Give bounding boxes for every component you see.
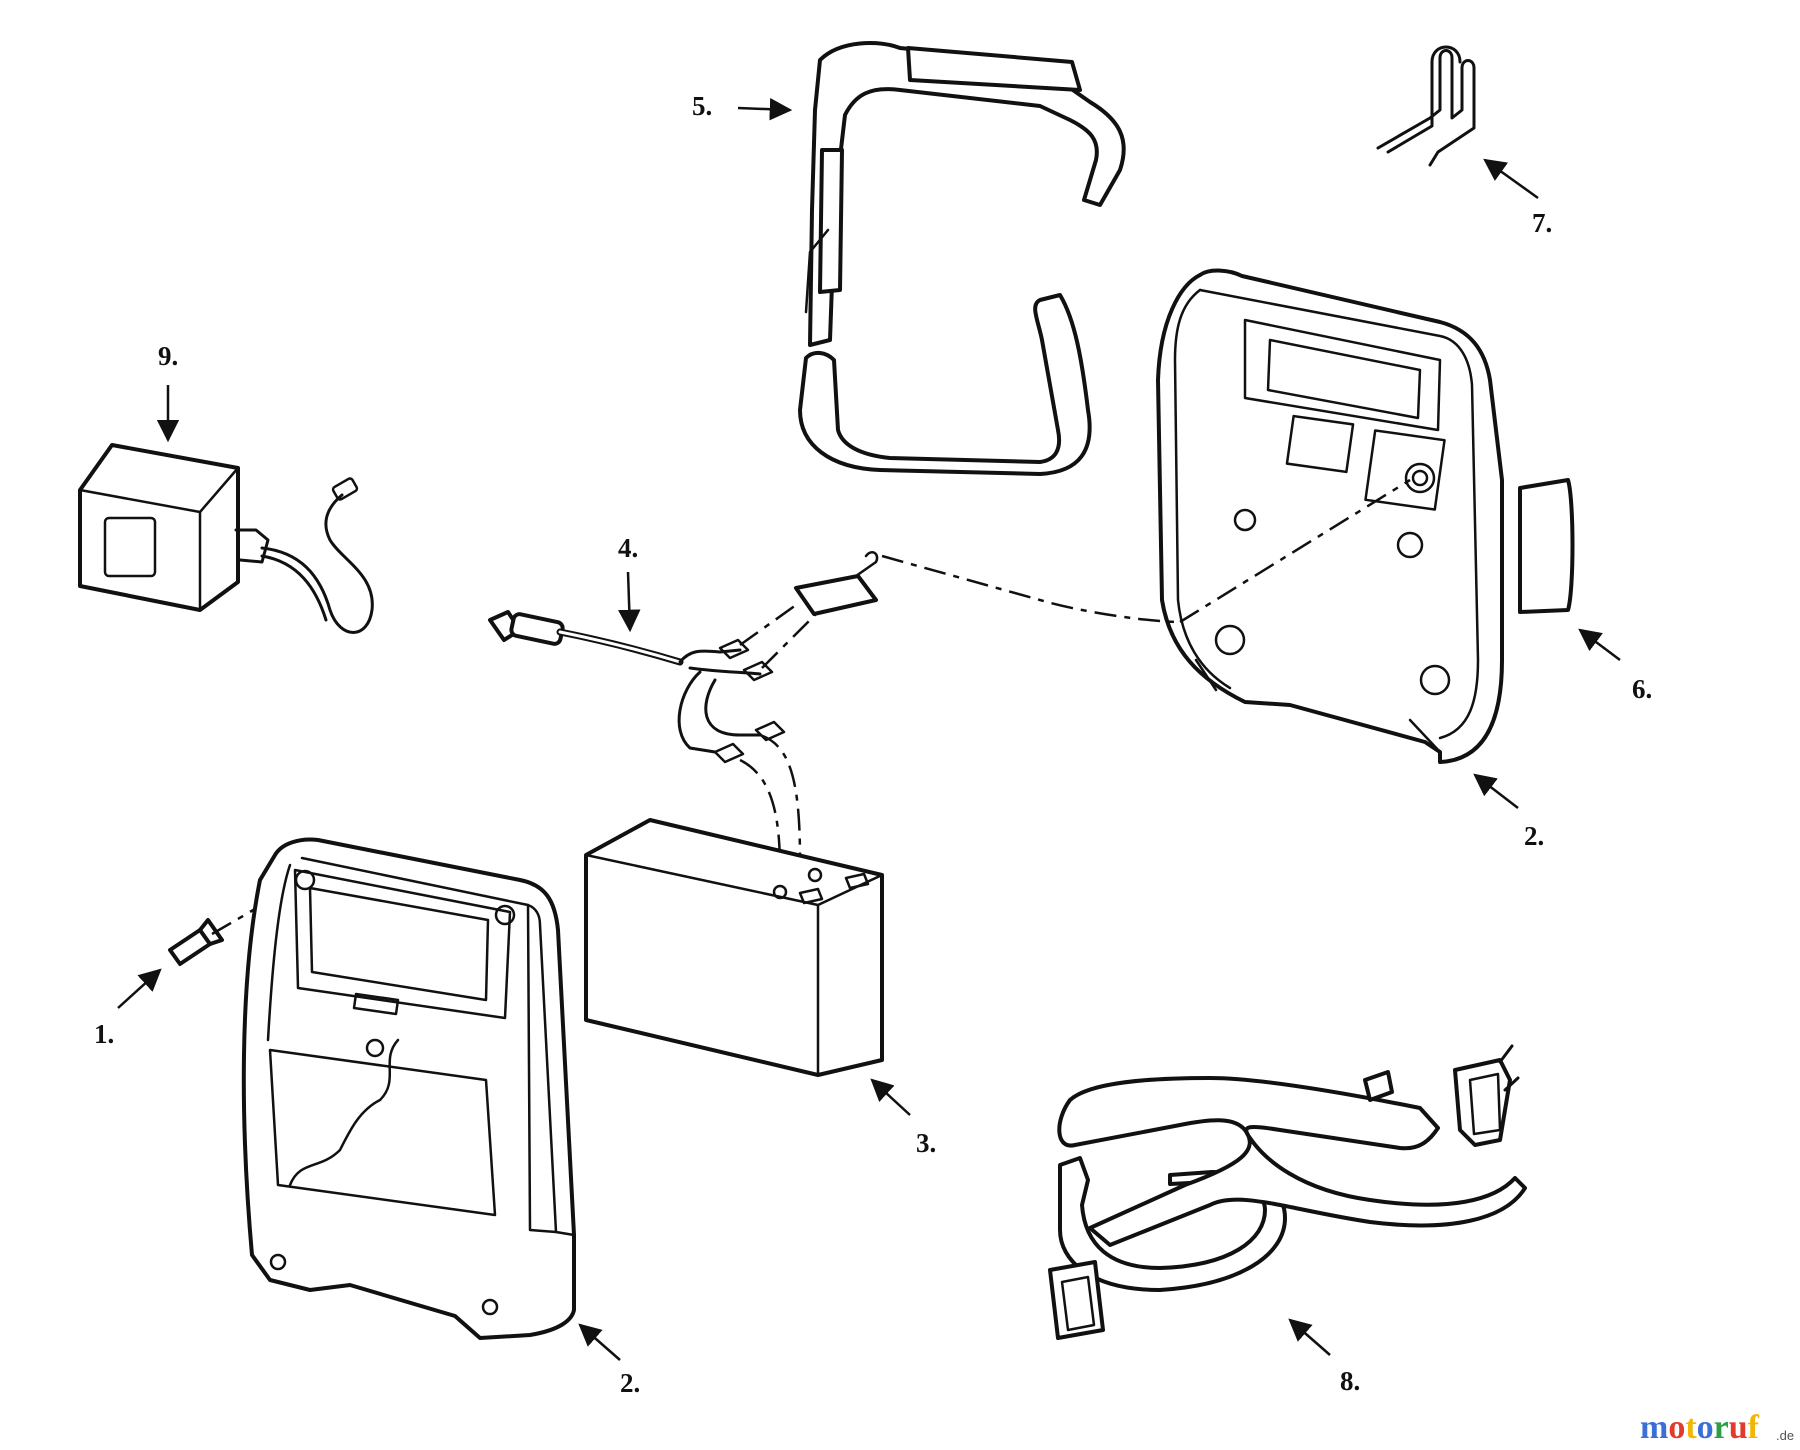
callout-6: 6. bbox=[1632, 674, 1652, 704]
callout-4: 4. bbox=[618, 533, 638, 563]
callout-3: 3. bbox=[916, 1128, 936, 1158]
arrow-6 bbox=[1578, 628, 1621, 661]
watermark-suffix: .de bbox=[1776, 1428, 1794, 1443]
arrow-1 bbox=[117, 968, 162, 1009]
watermark-text: motoruf bbox=[1640, 1409, 1760, 1446]
arrow-8 bbox=[1288, 1318, 1331, 1356]
watermark-logo: motoruf .de bbox=[1640, 1409, 1794, 1446]
part-3-battery bbox=[584, 818, 884, 1077]
part-7-clips bbox=[1376, 45, 1476, 167]
callout-9: 9. bbox=[158, 341, 178, 371]
arrow-2-left bbox=[578, 1323, 621, 1361]
part-4-wiring-harness bbox=[488, 478, 1411, 871]
arrow-7 bbox=[1483, 158, 1539, 200]
callout-5: 5. bbox=[692, 91, 712, 121]
part-2-left-housing bbox=[241, 837, 576, 1340]
callout-arrows bbox=[117, 97, 1621, 1361]
callout-7: 7. bbox=[1532, 208, 1552, 238]
part-8-belt-strap bbox=[1048, 1044, 1527, 1340]
callout-2-right: 2. bbox=[1524, 821, 1544, 851]
part-9-charger bbox=[78, 443, 374, 634]
arrow-4 bbox=[618, 571, 641, 633]
arrow-3 bbox=[870, 1078, 911, 1116]
arrow-5 bbox=[737, 97, 793, 121]
callout-8: 8. bbox=[1340, 1366, 1360, 1396]
callout-2-left: 2. bbox=[620, 1368, 640, 1398]
callout-labels: 5. 9. 4. 7. 6. 2. 1. 3. 2. 8. bbox=[94, 91, 1652, 1398]
part-5-handle-frame bbox=[798, 41, 1126, 476]
part-2-right-housing bbox=[1156, 268, 1575, 764]
callout-1: 1. bbox=[94, 1019, 114, 1049]
arrow-2-right bbox=[1473, 773, 1519, 809]
